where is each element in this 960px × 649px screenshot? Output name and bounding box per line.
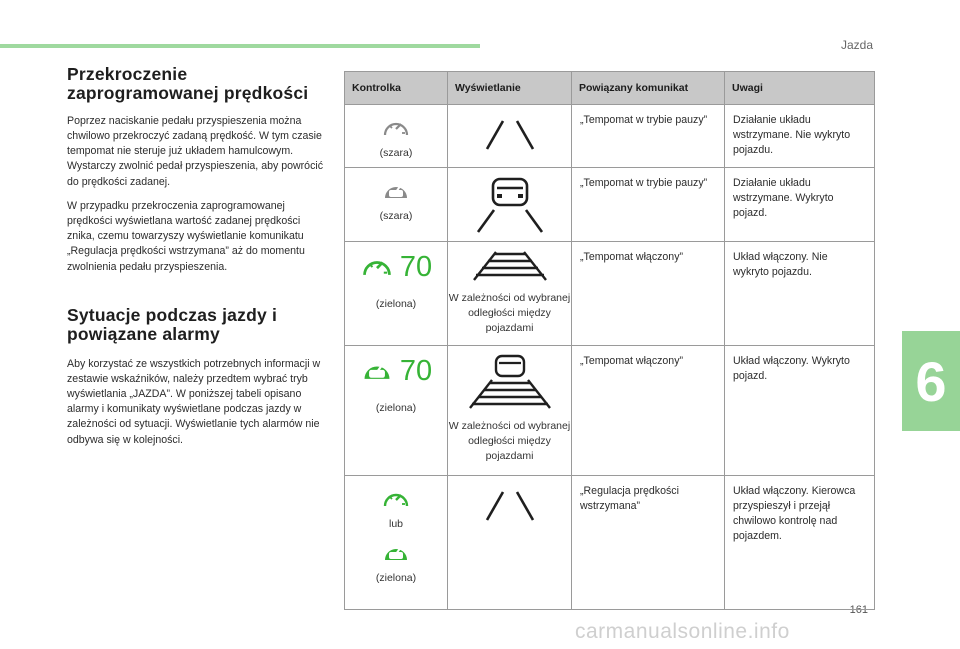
message-cell: „Tempomat włączony” [571, 345, 725, 476]
cruise-control-vehicle-active-icon [385, 546, 407, 560]
speed-setpoint: 70 [399, 355, 433, 387]
display-cell: W zależności od wybranej odległości międ… [447, 241, 572, 346]
indicator-caption: (szara) [379, 210, 413, 222]
indicator-cell: lub (zielona) [344, 475, 448, 610]
display-cell [447, 475, 572, 610]
indicator-caption: (szara) [379, 147, 413, 159]
lane-lines-icon [485, 491, 534, 521]
indicator-caption: (zielona) [375, 572, 417, 584]
chapter-number: 6 [915, 349, 947, 413]
lane-vehicle-icon [476, 177, 543, 233]
paragraph: Aby korzystać ze wszystkich potrzebnych … [67, 357, 321, 446]
display-caption: W zależności od wybranej odległości międ… [448, 292, 571, 334]
table-header-row: Kontrolka Wyświetlanie Powiązany komunik… [344, 71, 875, 105]
col-header: Uwagi [724, 71, 875, 105]
cruise-control-outline-icon [383, 122, 409, 136]
indicator-cell: 70 (zielona) [344, 241, 448, 346]
cruise-control-active-icon [383, 493, 409, 507]
indicator-caption: (zielona) [375, 298, 417, 310]
chapter-tab: 6 [902, 331, 960, 431]
watermark: carmanualsonline.info [575, 620, 790, 643]
indicator-cell: 70 (zielona) [344, 345, 448, 476]
or-label: lub [388, 518, 403, 530]
header-accent-bar [0, 44, 480, 48]
cruise-control-vehicle-active-icon [364, 363, 390, 379]
section-title: Jazda [840, 38, 873, 52]
status-table: Kontrolka Wyświetlanie Powiązany komunik… [344, 71, 875, 610]
distance-bars-icon [472, 251, 547, 281]
message-cell: „Tempomat w trybie pauzy” [571, 104, 725, 168]
display-cell: W zależności od wybranej odległości międ… [447, 345, 572, 476]
notes-cell: Układ włączony. Kierowca przyspieszył i … [724, 475, 875, 610]
indicator-cell: (szara) [344, 104, 448, 168]
display-cell [447, 167, 572, 242]
cruise-control-active-icon [363, 261, 391, 276]
notes-cell: Układ włączony. Nie wykryto pojazdu. [724, 241, 875, 346]
heading-override: Przekroczenie zaprogramowanej prędkości [67, 64, 309, 103]
notes-cell: Działanie układu wstrzymane. Wykryto poj… [724, 167, 875, 242]
distance-vehicle-icon [468, 354, 551, 409]
speed-setpoint: 70 [399, 251, 433, 283]
col-header: Kontrolka [344, 71, 448, 105]
left-column: Przekroczenie zaprogramowanej prędkości … [67, 65, 324, 448]
message-cell: „Tempomat w trybie pauzy” [571, 167, 725, 242]
table-row: 70 (zielona) W zależności od wybranej od… [344, 241, 875, 346]
indicator-cell: (szara) [344, 167, 448, 242]
table-row: (szara) „Tempomat w trybie pauzy” Działa… [344, 104, 875, 168]
notes-cell: Układ włączony. Wykryto pojazd. [724, 345, 875, 476]
indicator-caption: (zielona) [375, 402, 417, 414]
table-row: 70 (zielona) W zależności od wybranej od… [344, 345, 875, 476]
paragraph: Poprzez naciskanie pedału przyspieszenia… [67, 114, 324, 188]
message-cell: „Regulacja prędkości wstrzymana” [571, 475, 725, 610]
col-header: Wyświetlanie [447, 71, 572, 105]
table-row: (szara) „Tempomat w trybie pauzy” Działa… [344, 167, 875, 242]
table-row: lub (zielona) „Regulacja prędkości wstrz… [344, 475, 875, 610]
heading-situations: Sytuacje podczas jazdy i powiązane alarm… [67, 304, 278, 344]
lane-lines-icon [485, 120, 534, 150]
notes-cell: Działanie układu wstrzymane. Nie wykryto… [724, 104, 875, 168]
cruise-control-vehicle-icon [385, 184, 407, 198]
col-header: Powiązany komunikat [571, 71, 725, 105]
message-cell: „Tempomat włączony” [571, 241, 725, 346]
display-cell [447, 104, 572, 168]
paragraph: W przypadku przekroczenia zaprogramowane… [67, 199, 305, 273]
display-caption: W zależności od wybranej odległości międ… [448, 420, 571, 462]
